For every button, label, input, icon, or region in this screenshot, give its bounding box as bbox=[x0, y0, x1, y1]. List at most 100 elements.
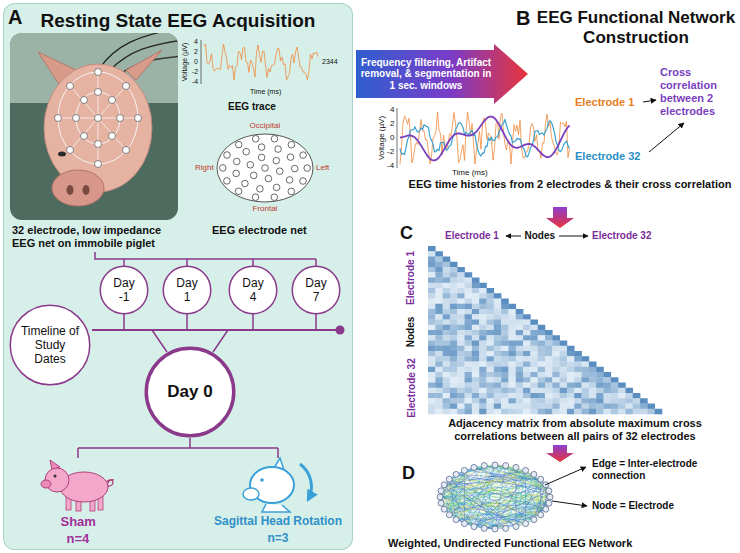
matrix-cell bbox=[530, 393, 538, 399]
matrix-cell bbox=[560, 372, 568, 378]
rotation-arrow bbox=[300, 464, 311, 500]
matrix-cell bbox=[501, 304, 509, 310]
matrix-cell bbox=[516, 320, 524, 326]
matrix-cell bbox=[516, 367, 524, 373]
matrix-cell bbox=[574, 351, 582, 357]
matrix-cell bbox=[487, 356, 495, 362]
matrix-cell bbox=[596, 367, 604, 373]
matrix-cell bbox=[589, 383, 597, 389]
matrix-cell bbox=[611, 409, 619, 415]
matrix-cell bbox=[479, 351, 487, 357]
matrix-cell bbox=[530, 320, 538, 326]
matrix-cell bbox=[582, 356, 590, 362]
text-label: EEG trace bbox=[228, 101, 276, 113]
matrix-cell bbox=[472, 346, 480, 352]
net-line bbox=[58, 72, 138, 164]
axis-label: Electrode 32 bbox=[405, 358, 417, 417]
network-edge bbox=[441, 485, 546, 491]
matrix-cell bbox=[428, 393, 436, 399]
matrix-cell bbox=[582, 388, 590, 394]
text-label: n=3 bbox=[268, 531, 289, 545]
matrix-cell bbox=[508, 367, 516, 373]
matrix-cell bbox=[435, 283, 443, 289]
matrix-cell bbox=[450, 299, 458, 305]
matrix-cell bbox=[443, 377, 451, 383]
matrix-cell bbox=[465, 346, 473, 352]
matrix-cell bbox=[487, 383, 495, 389]
matrix-cell bbox=[545, 409, 553, 415]
panel-fill bbox=[3, 3, 353, 550]
matrix-cell bbox=[472, 383, 480, 389]
matrix-cell bbox=[428, 262, 436, 268]
matrix-cell bbox=[552, 335, 560, 341]
matrix-cell bbox=[538, 372, 546, 378]
matrix-cell bbox=[435, 367, 443, 373]
electrode-dot bbox=[276, 168, 283, 175]
axis-label: Voltage (µV) bbox=[377, 116, 387, 160]
matrix-cell bbox=[443, 367, 451, 373]
network-edge bbox=[484, 466, 534, 475]
matrix-cell bbox=[538, 383, 546, 389]
electrode-dot bbox=[275, 146, 282, 153]
matrix-cell bbox=[465, 283, 473, 289]
matrix-cell bbox=[494, 351, 502, 357]
matrix-cell bbox=[494, 335, 502, 341]
net-line bbox=[58, 72, 138, 164]
matrix-cell bbox=[472, 356, 480, 362]
pig-head bbox=[45, 468, 69, 492]
matrix-cell bbox=[435, 299, 443, 305]
matrix-cell bbox=[604, 398, 612, 404]
matrix-cell bbox=[604, 372, 612, 378]
matrix-cell bbox=[479, 367, 487, 373]
functional-network bbox=[437, 462, 553, 532]
text-label: Electrode 32 bbox=[592, 230, 651, 242]
network-node bbox=[538, 476, 544, 482]
matrix-cell bbox=[530, 367, 538, 373]
matrix-cell bbox=[508, 409, 516, 415]
matrix-cell bbox=[472, 283, 480, 289]
network-edge bbox=[506, 466, 549, 491]
matrix-cell bbox=[625, 398, 633, 404]
matrix-cell bbox=[443, 304, 451, 310]
electrode-dot bbox=[224, 178, 231, 185]
network-node bbox=[446, 512, 452, 518]
text-label: -4 bbox=[192, 78, 198, 86]
matrix-cell bbox=[457, 330, 465, 336]
electrode-dot bbox=[262, 165, 269, 172]
matrix-cell bbox=[450, 314, 458, 320]
timeline-circle: Day 0 bbox=[144, 346, 236, 438]
matrix-cell bbox=[435, 251, 443, 257]
matrix-cell bbox=[604, 388, 612, 394]
matrix-cell bbox=[443, 398, 451, 404]
matrix-cell bbox=[472, 388, 480, 394]
matrix-cell bbox=[494, 362, 502, 368]
matrix-cell bbox=[560, 404, 568, 410]
axis-label: Nodes bbox=[405, 317, 417, 348]
text-label: Adjacency matrix from absolute maximum c… bbox=[425, 417, 725, 443]
matrix-cell bbox=[545, 377, 553, 383]
matrix-cell bbox=[428, 362, 436, 368]
matrix-cell bbox=[582, 362, 590, 368]
network-node bbox=[438, 500, 444, 506]
matrix-cell bbox=[428, 383, 436, 389]
sham-pig bbox=[41, 460, 114, 511]
matrix-cell bbox=[443, 272, 451, 278]
matrix-cell bbox=[501, 388, 509, 394]
matrix-cell bbox=[465, 293, 473, 299]
matrix-cell bbox=[618, 393, 626, 399]
matrix-cell bbox=[457, 278, 465, 284]
network-node bbox=[531, 517, 537, 523]
network-node bbox=[513, 464, 519, 470]
matrix-cell bbox=[552, 398, 560, 404]
matrix-cell bbox=[574, 388, 582, 394]
matrix-cell bbox=[450, 372, 458, 378]
matrix-cell bbox=[457, 288, 465, 294]
matrix-cell bbox=[428, 288, 436, 294]
matrix-cell bbox=[457, 309, 465, 315]
matrix-cell bbox=[428, 278, 436, 284]
matrix-cell bbox=[596, 409, 604, 415]
matrix-cell bbox=[450, 330, 458, 336]
matrix-cell bbox=[450, 267, 458, 273]
art-circle bbox=[55, 115, 62, 122]
matrix-cell bbox=[574, 398, 582, 404]
